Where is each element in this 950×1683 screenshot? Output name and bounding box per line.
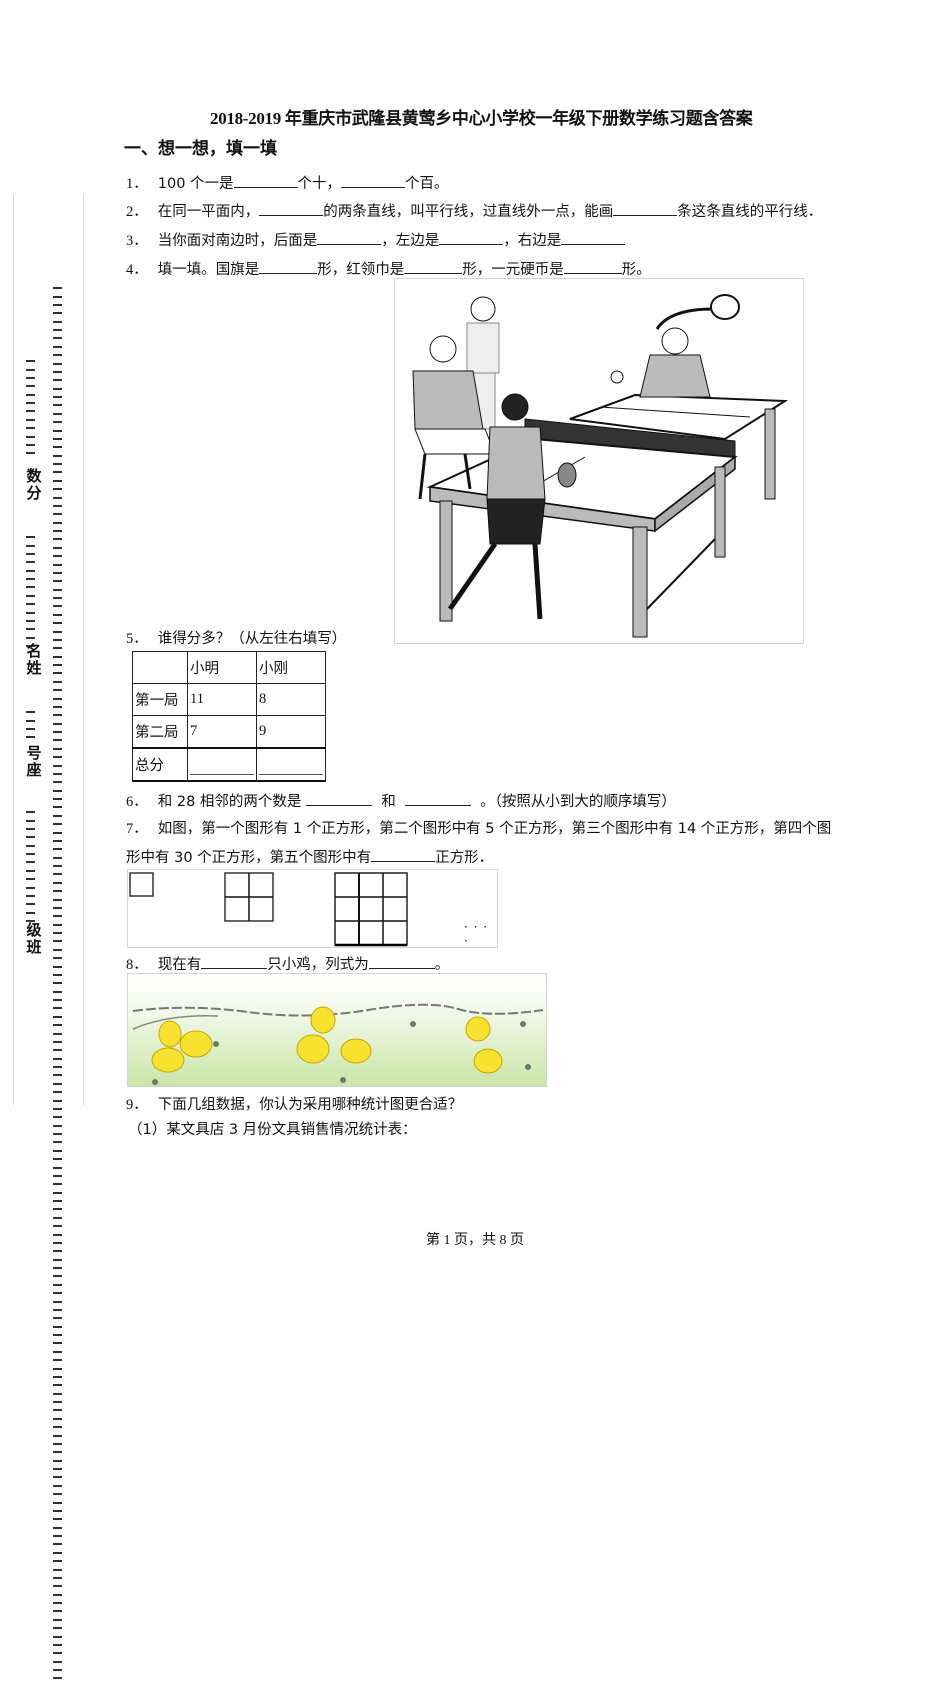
- table-header-cell: 小刚: [256, 651, 326, 684]
- table-row: 第一局 11 8: [132, 683, 326, 716]
- field-dashes-score: [26, 357, 35, 458]
- chicks-illustration: [127, 973, 547, 1087]
- answer-blank[interactable]: [259, 200, 324, 216]
- answer-blank[interactable]: [439, 229, 504, 245]
- answer-blank[interactable]: [201, 953, 268, 969]
- page-number: 第 1 页，共 8 页: [426, 1233, 524, 1248]
- field-dashes-class: [26, 808, 35, 925]
- total-blank-xiaoming[interactable]: [187, 747, 257, 782]
- answer-blank[interactable]: [561, 229, 626, 245]
- question-1: 1．100 个一是个十，个百。: [126, 172, 449, 194]
- field-dashes-name: [26, 533, 35, 650]
- margin-line-left: [13, 195, 14, 1105]
- name-label: 名姓: [26, 642, 42, 677]
- question-5: 5．谁得分多？（从左往右填写）: [126, 631, 347, 647]
- question-8: 8．现在有只小鸡，列式为。: [126, 953, 449, 975]
- table-header-cell: [132, 651, 188, 684]
- question-2: 2．在同一平面内，的两条直线，叫平行线，过直线外一点，能画条这条直线的平行线．: [126, 200, 822, 222]
- table-cell: 7: [187, 715, 257, 749]
- question-6: 6．和 28 相邻的两个数是 和 。（按照从小到大的顺序填写）: [126, 790, 676, 812]
- answer-blank[interactable]: [341, 172, 406, 188]
- section-title: 一、想一想，填一填: [124, 139, 277, 159]
- cut-line-dashes: [53, 284, 62, 1683]
- table-row: 第二局 7 9: [132, 715, 326, 749]
- chicks-scene-icon: [128, 974, 546, 1086]
- question-7-line2: 形中有 30 个正方形，第五个图形中有正方形．: [126, 846, 493, 868]
- squares-pattern-figure: · · · ·: [127, 869, 498, 948]
- answer-blank[interactable]: [317, 229, 382, 245]
- seat-number-label: 号座: [26, 744, 42, 779]
- answer-blank[interactable]: [404, 790, 471, 806]
- table-row-total: 总分: [132, 747, 326, 782]
- ping-pong-scene-icon: [412, 294, 789, 638]
- table-cell: 第一局: [132, 683, 188, 716]
- field-dashes-seat: [26, 708, 35, 742]
- table-header-cell: 小明: [187, 651, 257, 684]
- table-header-row: 小明 小刚: [132, 651, 326, 684]
- table-cell: 总分: [132, 747, 188, 782]
- question-4: 4．填一填。国旗是形，红领巾是形，一元硬币是形。: [126, 258, 651, 280]
- score-table: 小明 小刚 第一局 11 8 第二局 7 9 总分: [132, 651, 326, 782]
- question-9: 9．下面几组数据，你认为采用哪种统计图更合适？: [126, 1097, 463, 1113]
- question-3: 3．当你面对南边时，后面是，左边是，右边是: [126, 229, 626, 251]
- score-label: 数分: [26, 467, 42, 502]
- table-cell: 11: [187, 683, 257, 716]
- answer-blank[interactable]: [371, 846, 436, 862]
- page-title: 2018-2019 年重庆市武隆县黄莺乡中心小学校一年级下册数学练习题含答案: [210, 109, 753, 128]
- answer-blank[interactable]: [368, 953, 435, 969]
- answer-blank[interactable]: [613, 200, 678, 216]
- ping-pong-illustration: [394, 278, 804, 644]
- answer-blank[interactable]: [404, 258, 463, 274]
- margin-line-right: [83, 195, 84, 1105]
- answer-blank[interactable]: [306, 790, 373, 806]
- question-9-sub1: （1）某文具店 3 月份文具销售情况统计表：: [128, 1122, 417, 1138]
- answer-blank[interactable]: [233, 172, 298, 188]
- ellipsis: · · · ·: [464, 920, 489, 948]
- table-cell: 第二局: [132, 715, 188, 749]
- class-label: 级班: [26, 921, 42, 956]
- total-blank-xiaogang[interactable]: [256, 747, 326, 782]
- answer-blank[interactable]: [259, 258, 318, 274]
- question-7: 7．如图，第一个图形有 1 个正方形，第二个图形中有 5 个正方形，第三个图形中…: [126, 821, 832, 837]
- table-cell: 8: [256, 683, 326, 716]
- table-cell: 9: [256, 715, 326, 749]
- grid-squares-icon: [129, 872, 408, 947]
- answer-blank[interactable]: [563, 258, 622, 274]
